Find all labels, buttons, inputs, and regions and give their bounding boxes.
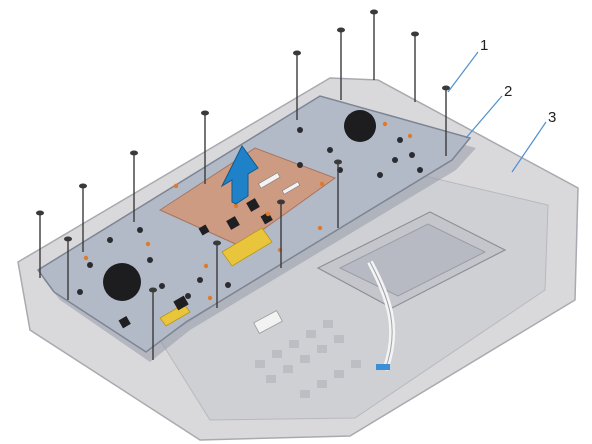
yellow-tape	[221, 227, 273, 267]
copper-pad-connectors	[258, 172, 301, 195]
screw	[149, 287, 157, 360]
callout-3-leader	[511, 121, 547, 173]
screw	[64, 236, 72, 300]
callout-2: 2	[465, 83, 512, 139]
screw	[442, 85, 450, 156]
speaker-hole-right	[344, 110, 376, 142]
plate-holes	[77, 127, 423, 299]
callout-1-leader	[447, 51, 479, 93]
palm-rest-label-sticker	[253, 310, 283, 334]
yellow-tape-small	[159, 303, 191, 327]
screw	[201, 110, 209, 184]
screw	[411, 31, 419, 102]
callout-2-number: 2	[504, 83, 512, 100]
callout-3-number: 3	[548, 109, 556, 126]
screw	[277, 199, 285, 268]
callout-1: 1	[447, 37, 488, 93]
screw	[36, 210, 44, 278]
screws	[36, 9, 450, 360]
screw	[130, 150, 138, 222]
screw	[337, 27, 345, 100]
screw	[293, 50, 301, 120]
screw	[213, 240, 221, 308]
speaker-grill-pattern	[255, 320, 361, 398]
touchpad-cable-edge	[369, 261, 393, 371]
screw	[370, 9, 378, 80]
copper-pad	[158, 147, 337, 247]
arrow-up-icon	[220, 145, 259, 205]
keyboard-support-plate	[36, 95, 476, 362]
callout-1-number: 1	[480, 37, 488, 54]
cable-connector-blue	[376, 364, 390, 370]
speaker-hole-left	[103, 263, 141, 301]
screw	[79, 183, 87, 252]
callout-3: 3	[511, 109, 556, 173]
screw	[334, 159, 342, 228]
callout-2-leader	[465, 95, 503, 139]
